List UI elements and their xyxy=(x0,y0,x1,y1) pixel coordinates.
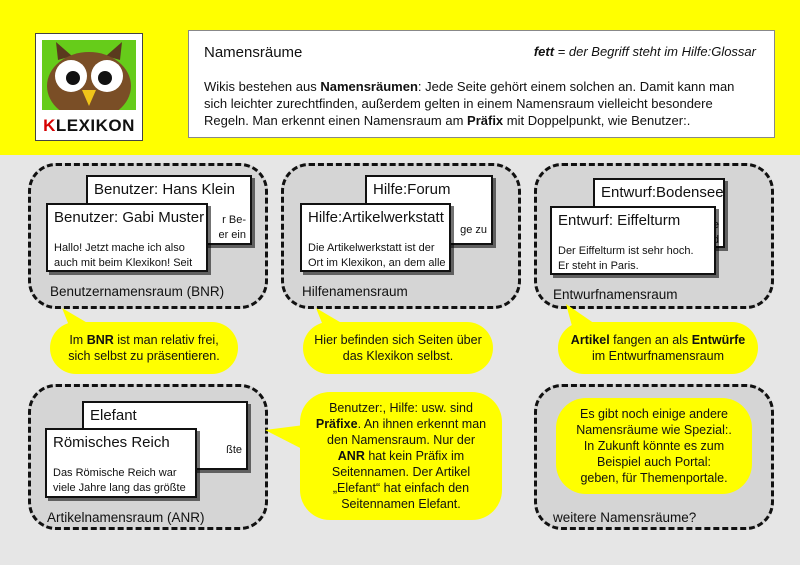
group-benutzernamensraum: Benutzer: Hans Klein r Be- er ein Benutz… xyxy=(28,163,268,309)
note-bnr: Im BNR ist man relativ frei,sich selbst … xyxy=(50,322,238,374)
group-entwurfnamensraum: Entwurf:Bodensee ee land Entwurf: Eiffel… xyxy=(534,163,774,309)
group-label: weitere Namensräume? xyxy=(553,510,697,525)
group-label: Artikelnamensraum (ANR) xyxy=(47,510,205,525)
klexikon-logo: KLEXIKON xyxy=(35,33,143,141)
note-praefixe: Benutzer:, Hilfe: usw. sind Präfixe. An … xyxy=(300,392,502,520)
note-weitere: Es gibt noch einige andere Namensräume w… xyxy=(556,398,752,494)
owl-icon xyxy=(42,40,136,120)
intro-text: Wikis bestehen aus Namensräumen: Jede Se… xyxy=(204,79,735,128)
group-hilfenamensraum: Hilfe:Forum ge zu Hilfe:Artikelwerkstatt… xyxy=(281,163,521,309)
group-artikelnamensraum: Elefant ßte Römisches Reich Das Römische… xyxy=(28,384,268,530)
group-label: Entwurfnamensraum xyxy=(553,287,678,302)
group-label: Hilfenamensraum xyxy=(302,284,408,299)
card-hilfe-artikelwerkstatt: Hilfe:Artikelwerkstatt Die Artikelwerkst… xyxy=(300,203,451,272)
glossary-note: fett = der Begriff steht im Hilfe:Glossa… xyxy=(533,44,756,59)
card-entwurf-eiffelturm: Entwurf: Eiffelturm Der Eiffelturm ist s… xyxy=(550,206,716,275)
logo-wordmark: KLEXIKON xyxy=(43,116,135,135)
page-title: Namensräume xyxy=(204,44,303,61)
card-benutzer-gabi-muster: Benutzer: Gabi Muster Hallo! Jetzt mache… xyxy=(46,203,208,272)
intro-box: Namensräume fett = der Begriff steht im … xyxy=(188,30,775,138)
group-label: Benutzernamensraum (BNR) xyxy=(50,284,225,299)
card-roemisches-reich: Römisches Reich Das Römische Reich war v… xyxy=(45,428,197,498)
